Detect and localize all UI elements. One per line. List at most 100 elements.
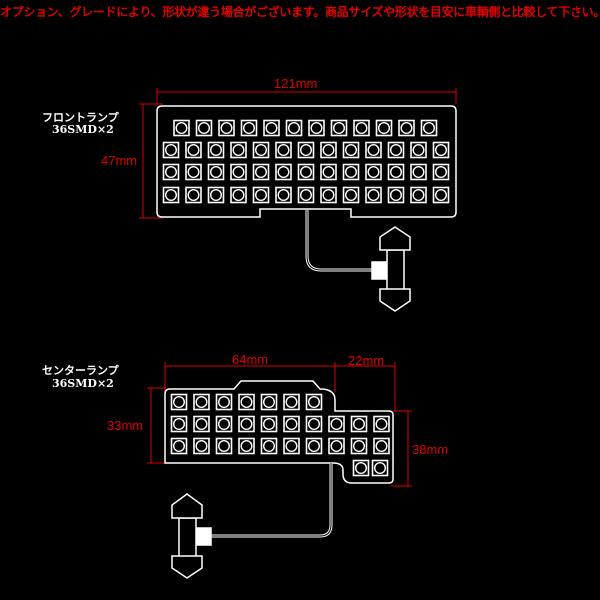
smd-led xyxy=(275,186,292,204)
smd-led xyxy=(353,119,370,137)
smd-led xyxy=(193,437,210,455)
smd-led xyxy=(342,186,360,204)
smd-led xyxy=(240,119,258,137)
smd-led xyxy=(238,415,255,433)
smd-led xyxy=(230,141,247,159)
smd-led xyxy=(283,415,300,433)
smd-led xyxy=(365,163,382,181)
center-lamp-name: センターランプ xyxy=(42,364,119,377)
center-wire xyxy=(210,463,333,538)
smd-led xyxy=(275,163,292,181)
smd-led xyxy=(371,459,389,477)
smd-led xyxy=(297,141,315,159)
smd-led xyxy=(320,163,337,181)
smd-led xyxy=(185,186,202,204)
smd-led xyxy=(173,119,190,137)
smd-led xyxy=(252,186,270,204)
center-width-main-label: 64mm xyxy=(232,352,269,367)
smd-led xyxy=(305,393,323,411)
smd-led xyxy=(162,163,180,181)
front-height-label: 47mm xyxy=(101,153,138,168)
smd-led xyxy=(207,163,225,181)
smd-led xyxy=(207,186,225,204)
smd-led xyxy=(283,393,300,411)
smd-led xyxy=(263,119,280,137)
smd-led xyxy=(170,437,188,455)
smd-led xyxy=(387,163,405,181)
smd-led xyxy=(283,437,300,455)
front-wire-core xyxy=(306,210,373,271)
smd-led xyxy=(170,415,188,433)
smd-led xyxy=(420,119,438,137)
smd-led xyxy=(238,437,255,455)
smd-led xyxy=(238,393,255,411)
smd-led xyxy=(162,141,180,159)
smd-led xyxy=(342,141,360,159)
smd-led xyxy=(193,393,210,411)
front-width-label: 121mm xyxy=(274,76,318,91)
smd-led xyxy=(162,186,180,204)
smd-led xyxy=(260,393,278,411)
smd-led xyxy=(373,415,390,433)
smd-led xyxy=(342,163,360,181)
smd-led xyxy=(185,163,202,181)
smd-led xyxy=(410,186,427,204)
center-dimension-lines xyxy=(147,362,412,487)
center-led-grid xyxy=(170,393,390,477)
smd-led xyxy=(308,119,325,137)
center-height-main-label: 33mm xyxy=(107,418,144,433)
smd-led xyxy=(350,437,368,455)
smd-led xyxy=(230,163,247,181)
smd-led xyxy=(375,119,393,137)
smd-led xyxy=(365,141,382,159)
smd-led xyxy=(305,437,323,455)
smd-led xyxy=(410,141,427,159)
smd-led xyxy=(215,437,233,455)
center-lamp-spec: 36SMD×2 xyxy=(52,377,114,390)
smd-led xyxy=(170,393,188,411)
smd-led xyxy=(252,141,270,159)
center-board-outline xyxy=(164,380,394,484)
smd-led xyxy=(275,141,292,159)
smd-led xyxy=(215,393,233,411)
smd-led xyxy=(373,437,390,455)
center-height-ext-label: 38mm xyxy=(412,442,449,457)
front-lamp-name: フロントランプ xyxy=(42,111,119,124)
center-width-ext-label: 22mm xyxy=(348,353,385,368)
front-lamp-spec: 36SMD×2 xyxy=(52,123,114,136)
smd-led xyxy=(328,437,345,455)
smd-led xyxy=(215,415,233,433)
smd-led xyxy=(398,119,415,137)
front-wire xyxy=(305,210,373,272)
front-led-grid xyxy=(162,119,450,204)
smd-led xyxy=(410,163,427,181)
smd-led xyxy=(320,186,337,204)
smd-led xyxy=(207,141,225,159)
smd-led xyxy=(218,119,235,137)
front-festoon-bulb-icon xyxy=(371,226,411,312)
center-festoon-bulb-icon xyxy=(171,493,212,579)
smd-led xyxy=(432,186,450,204)
front-dimension-lines xyxy=(139,88,457,219)
smd-led xyxy=(320,141,337,159)
center-wire-core xyxy=(210,463,332,537)
smd-led xyxy=(387,186,405,204)
smd-led xyxy=(305,415,323,433)
smd-led xyxy=(350,415,368,433)
smd-led xyxy=(285,119,303,137)
smd-led xyxy=(252,163,270,181)
smd-led xyxy=(230,186,247,204)
smd-led xyxy=(260,437,278,455)
notice-text: オプション、グレードにより、形状が違う場合がございます。商品サイズや形状を目安に… xyxy=(0,5,600,19)
smd-led xyxy=(260,415,278,433)
smd-led xyxy=(365,186,382,204)
smd-led xyxy=(432,141,450,159)
smd-led xyxy=(352,459,370,477)
smd-led xyxy=(432,163,450,181)
smd-led xyxy=(297,186,315,204)
smd-led xyxy=(193,415,210,433)
smd-led xyxy=(328,415,345,433)
front-board-outline xyxy=(156,105,457,218)
